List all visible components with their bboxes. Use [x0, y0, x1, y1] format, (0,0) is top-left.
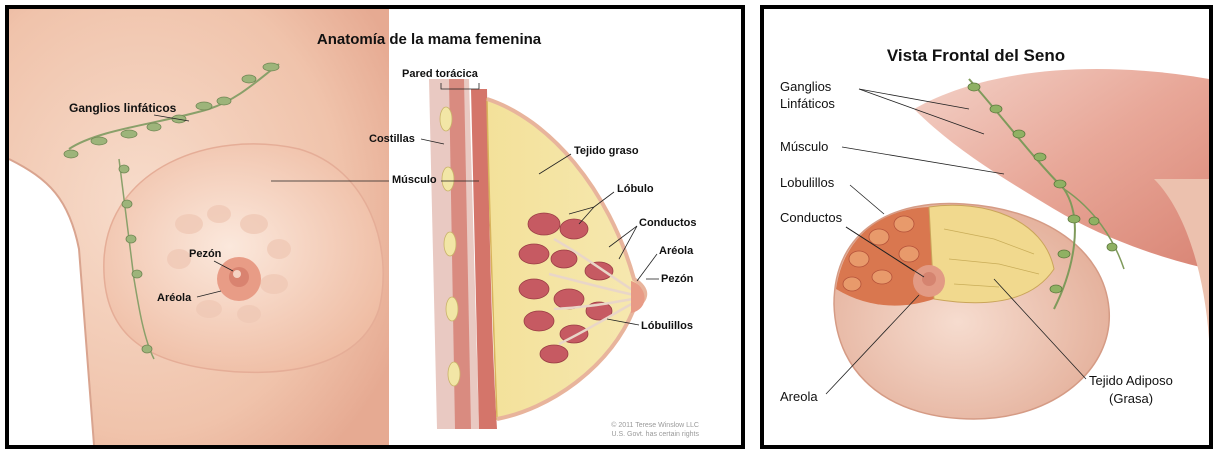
- label-areola-left: Aréola: [157, 292, 192, 304]
- label-pezon-right: Pezón: [661, 273, 694, 285]
- cross-section: [429, 79, 645, 429]
- label-lobulo: Lóbulo: [617, 183, 654, 195]
- label-conductos: Conductos: [639, 217, 696, 229]
- left-anatomy-illustration: Anatomía de la mama femenina Ganglios li…: [9, 9, 741, 445]
- label-tejido-adiposo-line2: (Grasa): [1109, 391, 1153, 406]
- label-pared-toracica: Pared torácica: [402, 68, 479, 80]
- label-areola-right-panel: Areola: [780, 389, 818, 404]
- label-costillas: Costillas: [369, 133, 415, 145]
- label-lobulillos: Lóbulillos: [641, 320, 693, 332]
- left-anatomy-panel: Anatomía de la mama femenina Ganglios li…: [5, 5, 745, 449]
- left-title: Anatomía de la mama femenina: [317, 31, 542, 48]
- label-lobulillos-right: Lobulillos: [780, 175, 835, 190]
- label-musculo: Músculo: [392, 174, 437, 186]
- label-conductos-right: Conductos: [780, 210, 843, 225]
- label-ganglios-linfaticos: Ganglios linfáticos: [69, 101, 177, 115]
- copyright-line-1: © 2011 Terese Winslow LLC: [611, 421, 699, 429]
- label-tejido-adiposo-line1: Tejido Adiposo: [1089, 373, 1173, 388]
- right-frontal-illustration: Vista Frontal del Seno Ganglios Linfátic…: [764, 9, 1209, 445]
- copyright-line-2: U.S. Govt. has certain rights: [611, 431, 699, 438]
- label-areola-right: Aréola: [659, 245, 694, 257]
- label-ganglios-line1: Ganglios: [780, 79, 832, 94]
- label-ganglios-line2: Linfáticos: [780, 96, 835, 111]
- right-title: Vista Frontal del Seno: [887, 46, 1065, 65]
- label-pezon-left: Pezón: [189, 248, 222, 260]
- label-tejido-graso: Tejido graso: [574, 145, 639, 157]
- right-frontal-panel: Vista Frontal del Seno Ganglios Linfátic…: [760, 5, 1213, 449]
- label-musculo-right: Músculo: [780, 139, 828, 154]
